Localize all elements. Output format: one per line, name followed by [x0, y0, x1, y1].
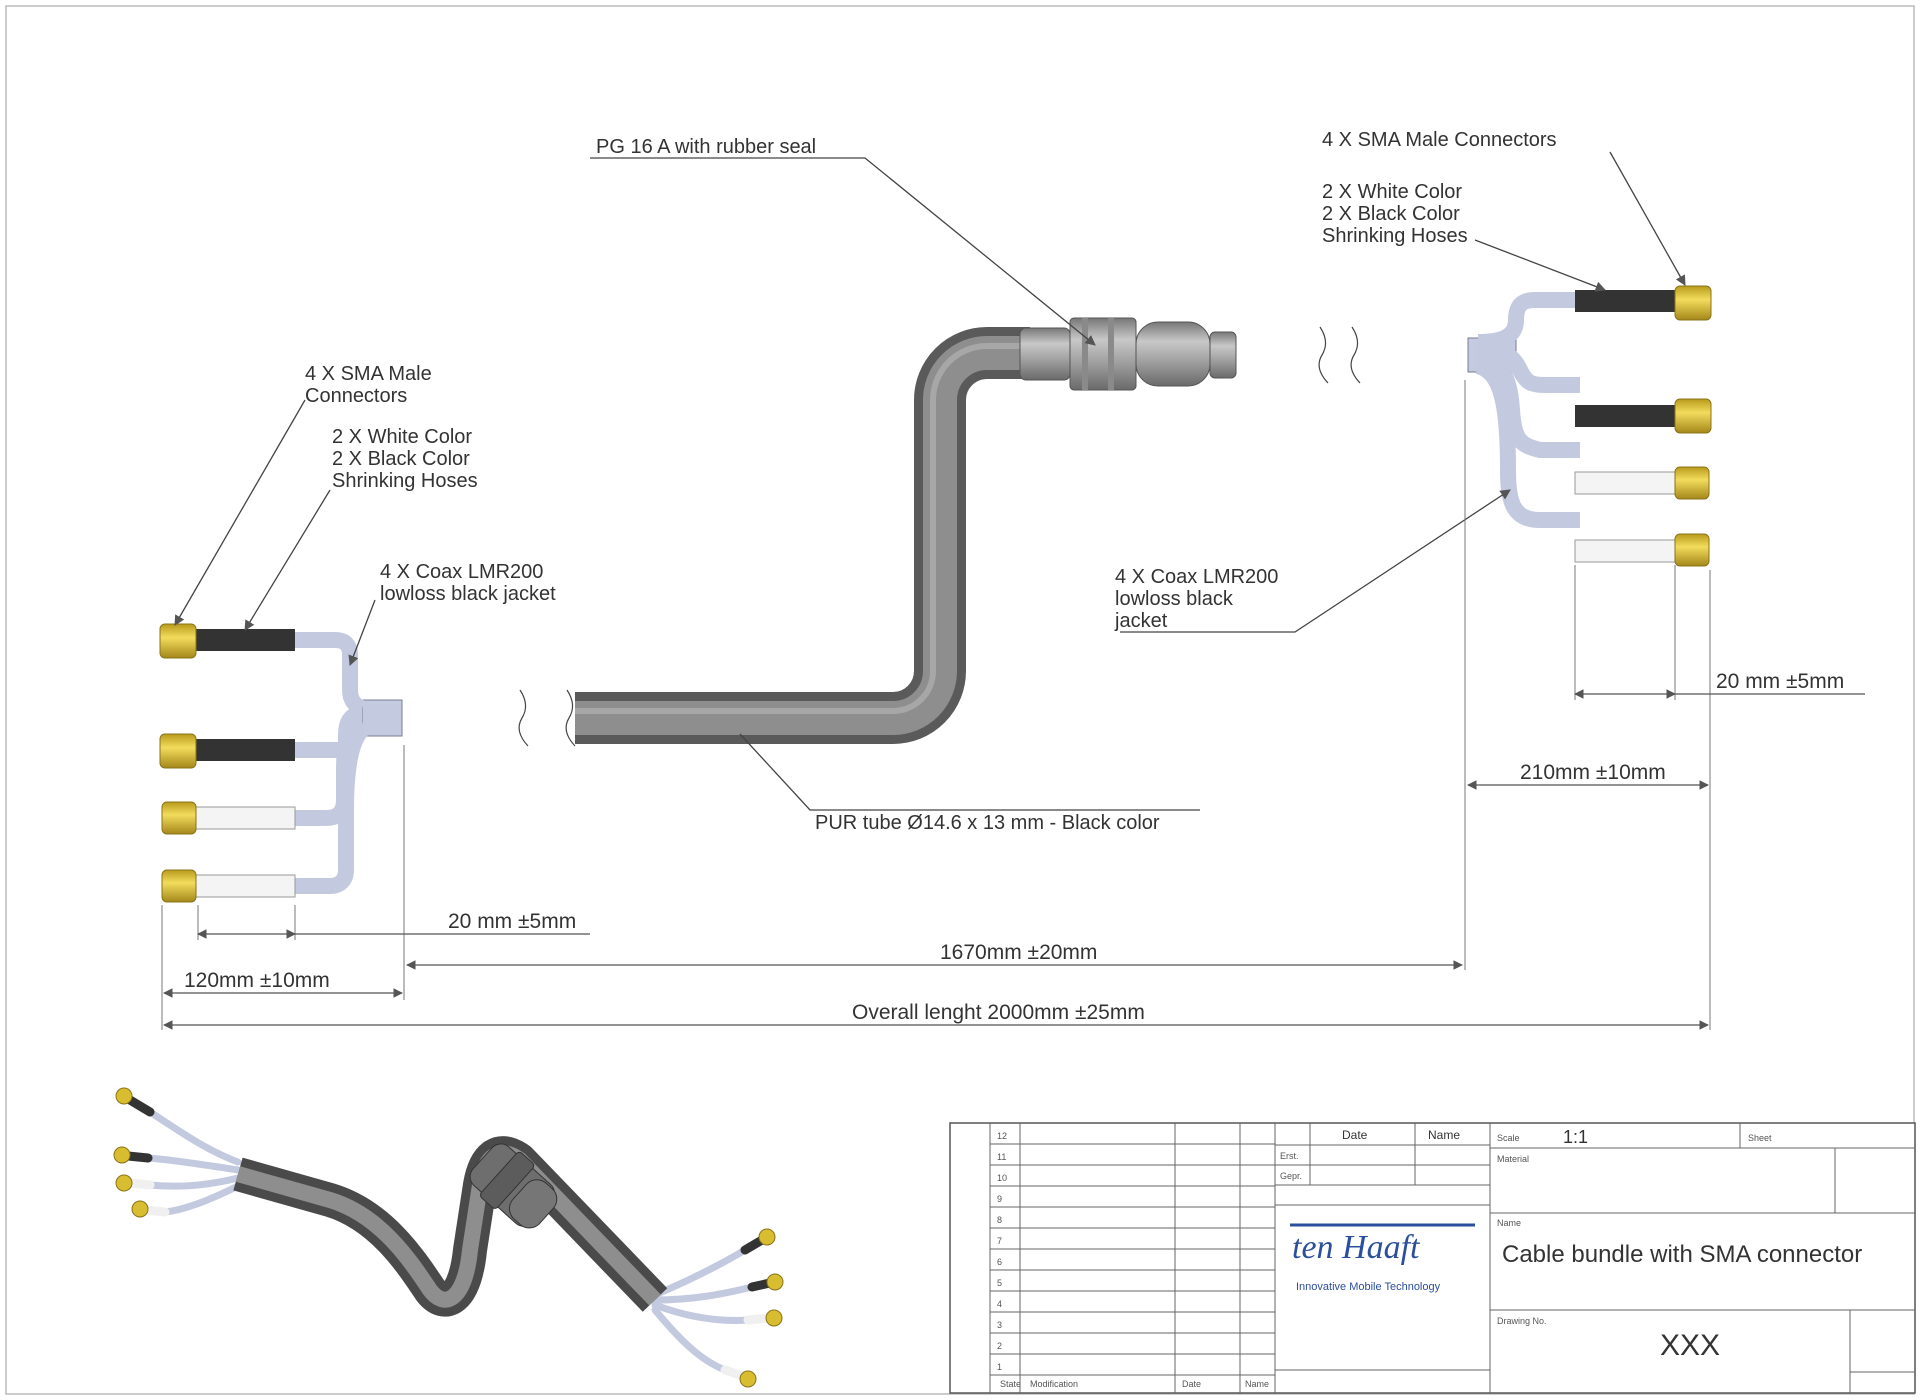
tb-row-created: Erst. [1280, 1151, 1299, 1161]
tb-scale-value: 1:1 [1563, 1127, 1588, 1147]
left-shrink-black-1 [195, 629, 295, 651]
label-left-shrink-line: 2 X White Color [332, 426, 472, 448]
dim-left-fanout: 120mm ±10mm [184, 969, 330, 992]
leader-lines [174, 151, 1686, 811]
right-shrink-white-1 [1574, 471, 1676, 495]
label-left-coax-line: 4 X Coax LMR200 [380, 561, 543, 583]
right-sma-connectors [1674, 285, 1712, 567]
tb-col-date: Date [1342, 1128, 1368, 1142]
tb-title-label: Name [1497, 1218, 1521, 1228]
right-shrink-black-1 [1575, 290, 1675, 312]
dim-right-fanout: 210mm ±10mm [1520, 761, 1666, 784]
label-right-coax: 4 X Coax LMR200 lowloss black jacket [1114, 566, 1284, 632]
revision-numbers: 12 11 10 9 8 7 6 5 4 3 2 1 [997, 1131, 1007, 1372]
tb-col-name: Name [1428, 1128, 1460, 1142]
title-block [949, 1122, 1916, 1394]
revision-number: 9 [997, 1194, 1002, 1204]
sheet-border [5, 5, 1915, 1395]
label-right-sma: 4 X SMA Male Connectors [1322, 129, 1557, 151]
tb-drawing-no-label: Drawing No. [1497, 1316, 1547, 1326]
dim-middle: 1670mm ±20mm [940, 941, 1097, 964]
revision-number: 1 [997, 1362, 1002, 1372]
revision-number: 4 [997, 1299, 1002, 1309]
label-left-shrink-line: Shrinking Hoses [332, 470, 478, 492]
label-right-coax-line: lowloss black [1115, 588, 1234, 610]
label-left-coax: 4 X Coax LMR200 lowloss black jacket [380, 561, 556, 605]
label-left-sma: 4 X SMA Male Connectors [305, 363, 437, 407]
right-breakout [1467, 285, 1712, 567]
company-name: ten Haaft [1292, 1229, 1421, 1266]
tb-row-approved: Gepr. [1280, 1171, 1302, 1181]
drawing-title: Cable bundle with SMA connector [1502, 1241, 1862, 1268]
tb-material-label: Material [1497, 1154, 1529, 1164]
revision-number: 10 [997, 1173, 1007, 1183]
label-right-coax-line: 4 X Coax LMR200 [1115, 566, 1278, 588]
left-sma-connectors [159, 623, 197, 903]
revision-number: 3 [997, 1320, 1002, 1330]
label-left-sma-line: 4 X SMA Male [305, 363, 432, 385]
label-right-shrink: 2 X White Color 2 X Black Color Shrinkin… [1322, 181, 1468, 247]
dimension-lines [163, 689, 1865, 1030]
revision-row-lines [990, 1143, 1275, 1376]
company-tagline: Innovative Mobile Technology [1296, 1281, 1441, 1293]
label-left-shrink-line: 2 X Black Color [332, 448, 470, 470]
dim-overall: Overall lenght 2000mm ±25mm [852, 1001, 1145, 1024]
dim-left-shrink: 20 mm ±5mm [448, 910, 576, 933]
right-shrink-black-2 [1575, 405, 1675, 427]
label-right-coax-line: jacket [1114, 610, 1168, 632]
label-right-shrink-line: 2 X White Color [1322, 181, 1462, 203]
tb-sheet-label: Sheet [1748, 1133, 1772, 1143]
left-shrink-white-2 [194, 874, 296, 898]
label-pg-gland: PG 16 A with rubber seal [596, 136, 816, 158]
label-right-shrink-line: Shrinking Hoses [1322, 225, 1468, 247]
revision-number: 6 [997, 1257, 1002, 1267]
label-left-shrink: 2 X White Color 2 X Black Color Shrinkin… [332, 426, 478, 492]
company-logo: ten Haaft Innovative Mobile Technology [1290, 1223, 1475, 1293]
dim-right-shrink: 20 mm ±5mm [1716, 670, 1844, 693]
left-breakout [159, 623, 403, 903]
isometric-view [113, 1087, 784, 1388]
tb-footer-date: Date [1182, 1379, 1201, 1389]
tb-footer-name: Name [1245, 1379, 1269, 1389]
tb-footer-modification: Modification [1030, 1379, 1078, 1389]
revision-number: 5 [997, 1278, 1002, 1288]
tb-footer-state: State [1000, 1379, 1021, 1389]
pg-gland [1019, 317, 1237, 391]
pur-tube [400, 327, 1470, 744]
left-shrink-white-1 [194, 806, 296, 830]
revision-number: 7 [997, 1236, 1002, 1246]
right-shrink-white-2 [1574, 539, 1676, 563]
break-marks [518, 326, 1361, 747]
drawing-number: XXX [1660, 1329, 1720, 1362]
revision-number: 8 [997, 1215, 1002, 1225]
label-left-sma-line: Connectors [305, 385, 407, 407]
left-shrink-black-2 [195, 739, 295, 761]
label-left-coax-line: lowloss black jacket [380, 583, 556, 605]
tb-scale-label: Scale [1497, 1133, 1520, 1143]
revision-number: 12 [997, 1131, 1007, 1141]
label-tube: PUR tube Ø14.6 x 13 mm - Black color [815, 812, 1160, 834]
label-right-shrink-line: 2 X Black Color [1322, 203, 1460, 225]
revision-number: 2 [997, 1341, 1002, 1351]
revision-number: 11 [997, 1152, 1006, 1162]
